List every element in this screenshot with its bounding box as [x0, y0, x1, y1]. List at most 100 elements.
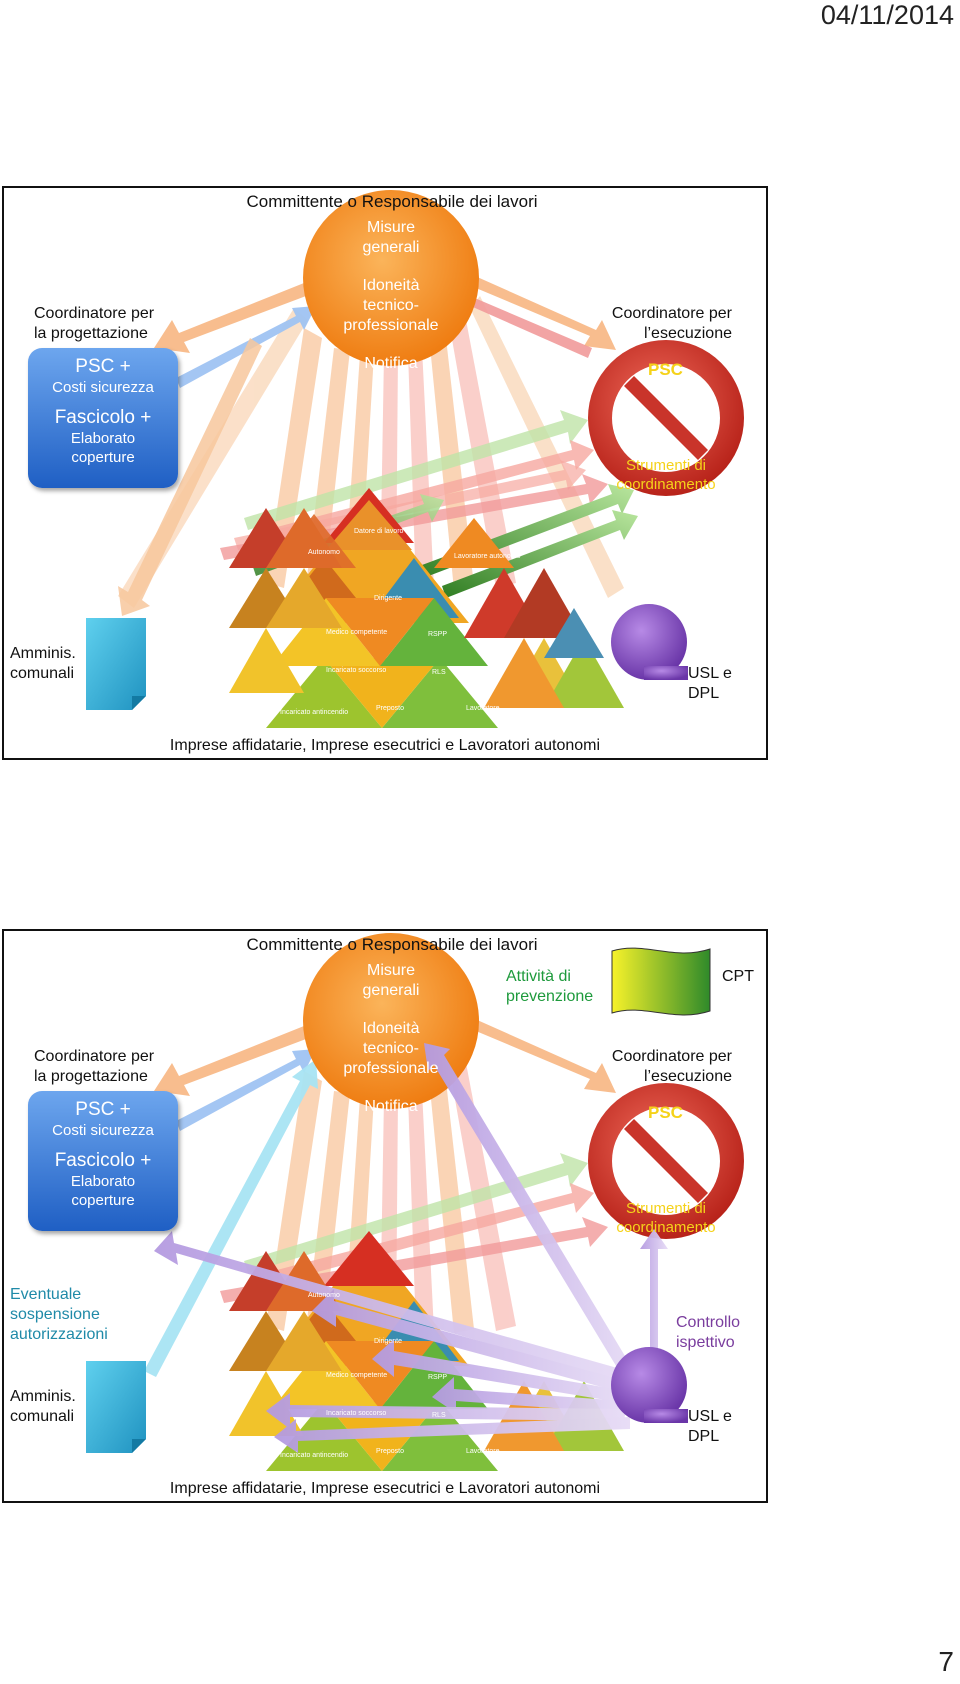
arrow-to-amminis	[118, 338, 262, 616]
left-coord-line-2: la progettazione	[34, 325, 148, 342]
circle-line-2: generali	[362, 239, 420, 256]
right-coordinator-label: Coordinatore per l’esecuzione	[600, 1047, 732, 1087]
slide-2-artwork: Dirigente Medico competente RSPP Incaric…	[86, 933, 744, 1471]
document-icon	[86, 618, 146, 710]
stop-sign-icon	[588, 340, 744, 496]
stop-psc-label: PSC	[648, 1103, 683, 1122]
tri-soccorso: Incaricato soccorso	[326, 667, 386, 674]
stop-sign-icon	[588, 1083, 744, 1239]
circle-line-6: Notifica	[364, 355, 418, 372]
stop-psc-label: PSC	[648, 360, 683, 379]
tri-lavoratore: Lavoratore	[466, 1448, 500, 1455]
title: Committente o Responsabile dei lavori	[246, 192, 538, 211]
slide-1-artwork: Datore di lavoro Dirigente Medico compet…	[86, 190, 744, 728]
flag-icon	[611, 947, 711, 1016]
elaborato-label: Elaborato	[70, 1173, 136, 1190]
inspection-arrows	[154, 1043, 668, 1453]
amminis-line-1: Amminis.	[10, 645, 76, 662]
tri-autonomo: Autonomo	[308, 1292, 340, 1299]
left-coordinator-label: Coordinatore per la progettazione	[34, 304, 154, 344]
circle-line-2: generali	[362, 982, 420, 999]
strumenti-line-1: Strumenti di	[625, 1200, 707, 1217]
tri-medico: Medico competente	[326, 629, 387, 636]
tri-dirigente: Dirigente	[374, 1338, 402, 1345]
circle-line-5: professionale	[343, 1060, 439, 1077]
coperture-label: coperture	[71, 449, 135, 466]
psc-box: PSC + Costi sicurezza Fascicolo + Elabor…	[28, 348, 178, 488]
page-number: 7	[938, 1646, 954, 1677]
date-header: 04/11/2014	[820, 0, 954, 30]
tri-rls: RLS	[432, 669, 446, 676]
tri-autonomo: Autonomo	[308, 549, 340, 556]
strumenti-line-2: coordinamento	[616, 476, 716, 493]
left-coord-line-2: la progettazione	[34, 1068, 148, 1085]
right-coord-line-1: Coordinatore per	[611, 305, 732, 322]
amminis-line-2: comunali	[10, 1408, 75, 1425]
left-coord-line-1: Coordinatore per	[34, 1048, 155, 1065]
right-coord-line-1: Coordinatore per	[611, 1048, 732, 1065]
controllo-label: Controllo ispettivo	[676, 1313, 740, 1353]
sospensione-line-2: sospensione	[10, 1306, 100, 1323]
circle-line-4: tecnico-	[362, 1040, 420, 1057]
tri-preposto: Preposto	[376, 1448, 404, 1455]
right-coord-line-2: l’esecuzione	[643, 325, 732, 342]
psc-box: PSC + Costi sicurezza Fascicolo + Elabor…	[28, 1091, 178, 1231]
circle-line-1: Misure	[366, 219, 415, 236]
committente-circle	[303, 190, 479, 366]
psc-label: PSC +	[75, 1099, 131, 1120]
tri-medico: Medico competente	[326, 1372, 387, 1379]
prevenzione-line-1: Attività di	[506, 968, 571, 985]
strumenti-line-2: coordinamento	[616, 1219, 716, 1236]
left-coord-line-1: Coordinatore per	[34, 305, 155, 322]
pyramid-cluster	[229, 488, 624, 728]
usl-icon	[611, 604, 688, 680]
tri-dirigente: Dirigente	[374, 595, 402, 602]
prevenzione-label: Attività di prevenzione	[506, 967, 593, 1007]
tri-rls: RLS	[432, 1412, 446, 1419]
circle-line-4: tecnico-	[362, 297, 420, 314]
arrow-to-left-coord	[154, 283, 306, 353]
amminis-line-2: comunali	[10, 665, 75, 682]
cpt-label: CPT	[722, 968, 754, 985]
tri-lavoratore: Lavoratore	[466, 705, 500, 712]
psc-label: PSC +	[75, 356, 131, 377]
slide-2: Dirigente Medico competente RSPP Incaric…	[2, 929, 768, 1503]
usl-label: USL e DPL	[688, 665, 732, 702]
tri-preposto: Preposto	[376, 705, 404, 712]
circle-line-3: Idoneità	[362, 277, 420, 294]
sospensione-line-3: autorizzazioni	[10, 1326, 108, 1343]
document-icon	[86, 1361, 146, 1453]
coperture-label: coperture	[71, 1192, 135, 1209]
controllo-line-1: Controllo	[676, 1314, 741, 1331]
amminis-label: Amminis. comunali	[10, 1387, 76, 1427]
elaborato-label: Elaborato	[70, 430, 136, 447]
strumenti-label: Strumenti di coordinamento	[604, 1199, 728, 1237]
sospensione-line-1: Eventuale	[10, 1286, 82, 1303]
circle-line-6: Notifica	[364, 1098, 418, 1115]
circle-line-5: professionale	[343, 317, 439, 334]
fascicolo-label: Fascicolo +	[54, 1150, 152, 1171]
title: Committente o Responsabile dei lavori	[246, 935, 538, 954]
prevenzione-line-2: prevenzione	[506, 988, 594, 1005]
strumenti-label: Strumenti di coordinamento	[604, 456, 728, 494]
slide-1: Datore di lavoro Dirigente Medico compet…	[2, 186, 768, 760]
arrow-to-right-coord	[464, 272, 616, 350]
controllo-line-2: ispettivo	[676, 1334, 735, 1351]
costi-label: Costi sicurezza	[52, 1122, 154, 1139]
tri-soccorso: Incaricato soccorso	[326, 1410, 386, 1417]
bottom-label: Imprese affidatarie, Imprese esecutrici …	[169, 1480, 601, 1497]
costi-label: Costi sicurezza	[52, 379, 154, 396]
amminis-label: Amminis. comunali	[10, 644, 76, 684]
usl-icon	[611, 1347, 688, 1423]
tri-antincendio: Incaricato antincendio	[280, 709, 348, 716]
circle-line-1: Misure	[366, 962, 415, 979]
tri-antincendio: Incaricato antincendio	[280, 1452, 348, 1459]
circle-text: Misure generali Idoneità tecnico- profes…	[311, 961, 471, 1117]
left-coordinator-label: Coordinatore per la progettazione	[34, 1047, 154, 1087]
tri-lav-autonomo: Lavoratore autonomo	[454, 553, 521, 560]
arrow-amminis-to-circle	[144, 1059, 318, 1377]
circle-text: Misure generali Idoneità tecnico- profes…	[311, 218, 471, 374]
bottom-label: Imprese affidatarie, Imprese esecutrici …	[169, 737, 601, 754]
tri-rspp: RSPP	[428, 1374, 447, 1381]
right-coord-line-2: l’esecuzione	[643, 1068, 732, 1085]
